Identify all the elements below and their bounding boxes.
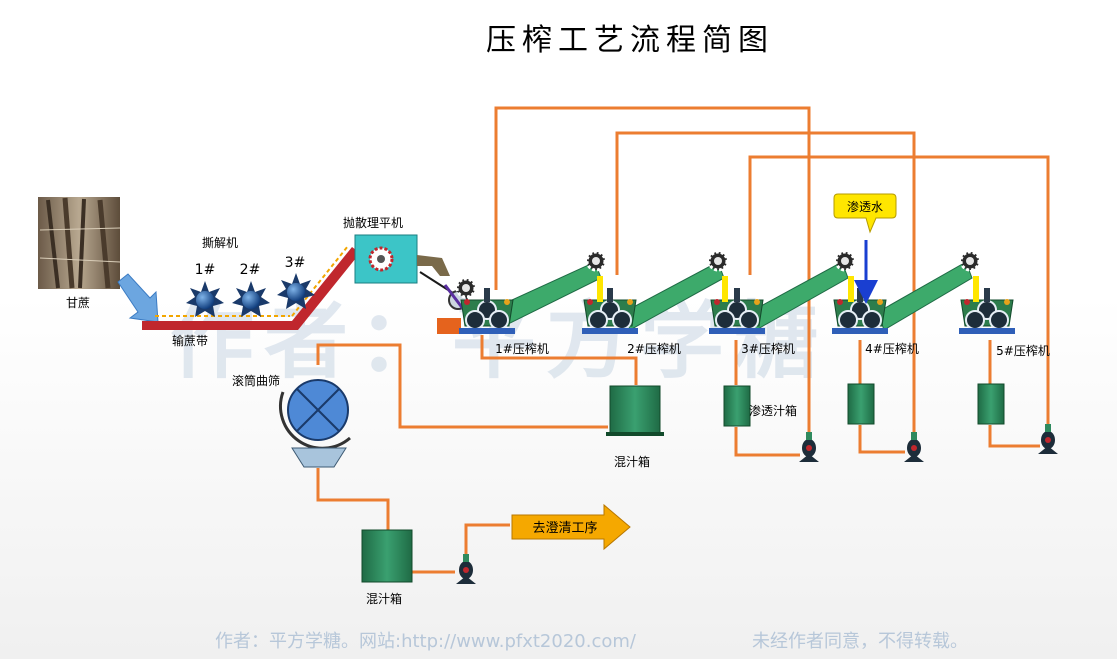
mixed-juice-tank-lower-label: 混汁箱 [366,591,402,606]
juice-tank-4 [847,383,875,425]
imbibition-water-callout [833,193,897,304]
mixed-juice-tank-upper-label: 混汁箱 [614,454,650,469]
juice-pipes [316,106,1050,574]
mill-4-label: 4#压榨机 [865,341,919,356]
pump-2 [904,432,924,462]
mill-3-label: 3#压榨机 [741,341,795,356]
leveler-label: 抛散理平机 [343,215,403,230]
mill-1 [455,277,516,335]
mill-5 [958,250,1016,335]
rotary-screen [279,379,351,468]
imbibition-juice-tank [723,385,751,427]
mill-5-label: 5#压榨机 [996,343,1050,358]
pump-4 [456,554,476,584]
shredder-label: 撕解机 [202,236,238,250]
mill-4 [831,250,889,335]
to-clarification-label: 去澄清工序 [532,521,597,536]
mill-3 [707,250,766,335]
imbibition-juice-tank-label: 渗透汁箱 [749,403,797,418]
footer-author: 作者：平方学糖。网站:http://www.pfxt2020.com/ [215,631,637,652]
mill-2 [581,250,639,335]
to-clarification-arrow [511,503,631,551]
shredder-3-label: 3# [285,255,306,271]
feed-arrow [117,273,159,323]
pump-1 [799,432,819,462]
shredder-2-label: 2# [240,262,261,278]
leveler [354,234,472,334]
pump-3 [1038,424,1058,454]
mill-2-label: 2#压榨机 [627,341,681,356]
rotary-screen-label: 滚筒曲筛 [232,373,280,388]
mixed-juice-tank-upper [606,385,664,436]
footer-notice: 未经作者同意，不得转载。 [752,631,968,652]
sugarcane-label: 甘蔗 [66,296,90,310]
imbibition-water-label: 渗透水 [847,199,883,214]
shredder-1-label: 1# [195,262,216,278]
mixed-juice-tank-lower [361,529,413,583]
diagram-title: 压榨工艺流程简图 [486,23,774,58]
mill-1-label: 1#压榨机 [495,341,549,356]
juice-tank-5 [977,383,1005,425]
sugarcane-image [38,197,121,289]
intermediate-carriers [489,261,973,331]
conveyor-label: 输蔗带 [172,333,208,348]
